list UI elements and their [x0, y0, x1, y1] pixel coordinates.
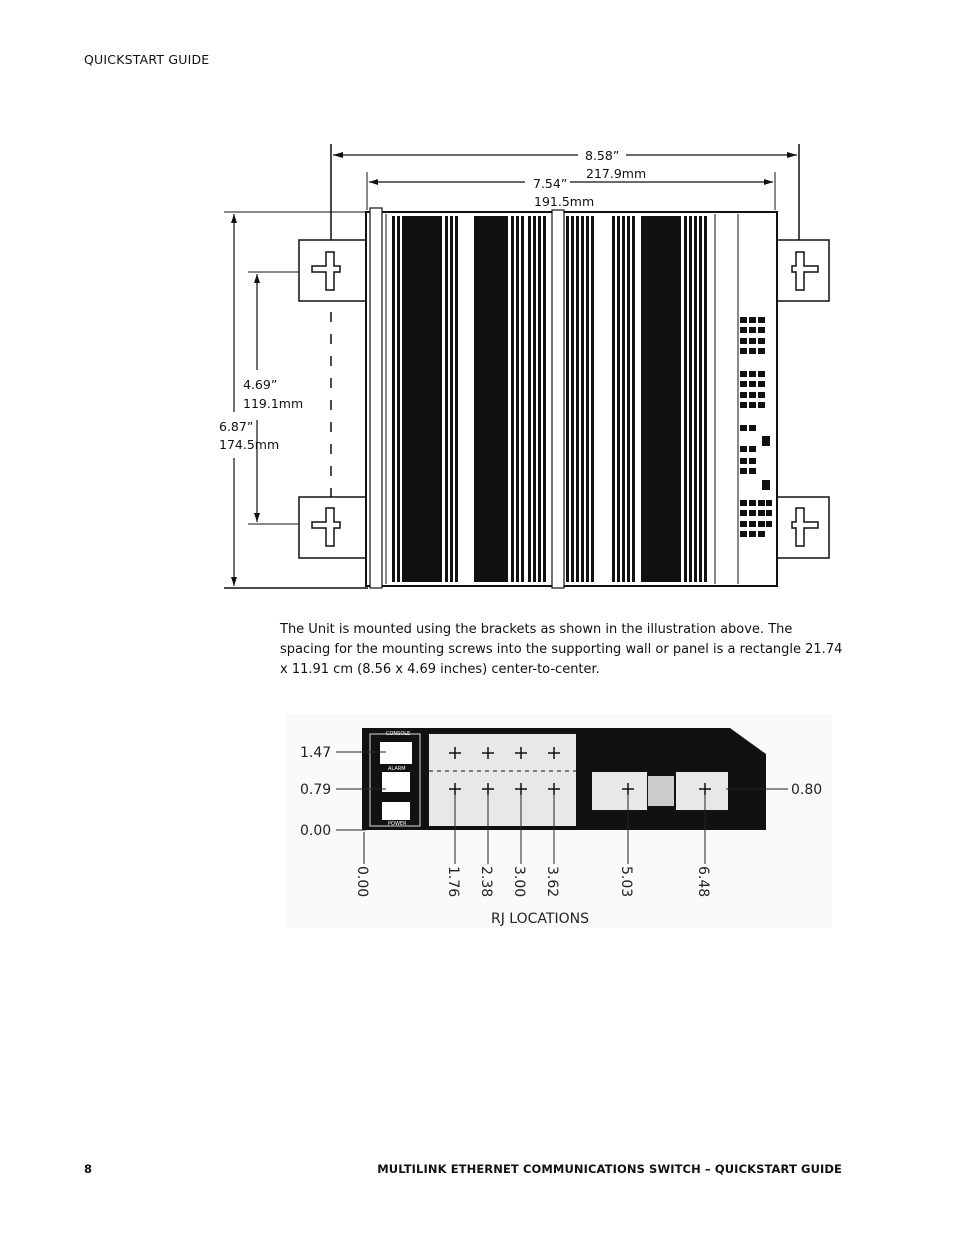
page-number: 8 [84, 1162, 93, 1176]
power-label: POWER [388, 821, 407, 827]
x-label-3-00: 3.00 [511, 866, 527, 897]
x-label-6-48: 6.48 [695, 866, 711, 897]
inner-width-inches-label: 7.54” [533, 176, 567, 191]
y-label-1-47: 1.47 [300, 745, 331, 761]
page-header: QUICKSTART GUIDE [84, 52, 210, 67]
x-label-1-76: 1.76 [445, 866, 461, 897]
height-inches-label: 6.87” [219, 419, 253, 434]
hole-spacing-mm-label: 119.1mm [243, 396, 303, 411]
x-label-5-03: 5.03 [618, 866, 634, 897]
mounting-description-paragraph: The Unit is mounted using the brackets a… [280, 622, 843, 677]
rj-locations-caption: RJ LOCATIONS [491, 911, 589, 927]
hole-spacing-inches-label: 4.69” [243, 377, 277, 392]
alarm-label: ALARM [388, 766, 406, 772]
rj-locations-drawing: CONSOLE ALARM POWER 1.47 0.79 0.00 0.80 … [286, 714, 832, 928]
right-label-0-80: 0.80 [791, 782, 822, 798]
height-mm-label: 174.5mm [219, 437, 279, 452]
x-label-0-00: 0.00 [354, 866, 370, 897]
y-label-0-00: 0.00 [300, 823, 331, 839]
x-label-2-38: 2.38 [478, 866, 494, 897]
overall-width-mm-label: 217.9mm [586, 166, 646, 181]
mounting-dimension-drawing: 8.58” 217.9mm 7.54” 191.5mm 4.69” 119.1m… [219, 144, 830, 589]
console-label: CONSOLE [386, 731, 410, 737]
y-label-0-79: 0.79 [300, 782, 331, 798]
footer-title: MULTILINK ETHERNET COMMUNICATIONS SWITCH… [377, 1162, 842, 1176]
inner-width-mm-label: 191.5mm [534, 194, 594, 209]
x-label-3-62: 3.62 [544, 866, 560, 897]
overall-width-inches-label: 8.58” [585, 148, 619, 163]
